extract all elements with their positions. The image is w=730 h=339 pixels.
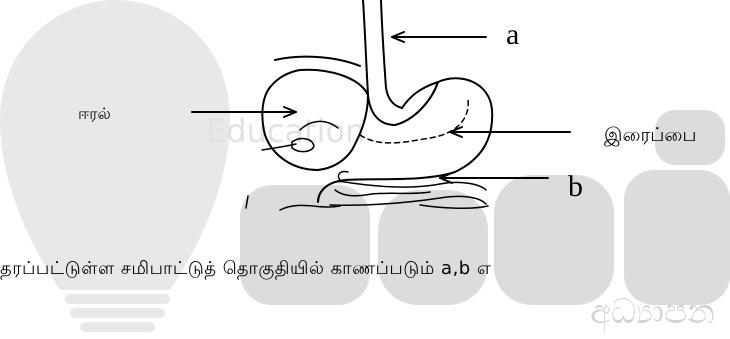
question-text: தரப்பட்டுள்ள சமிபாட்டுத் தொகுதியில் காணப…: [0, 258, 491, 281]
label-stomach: இரைப்பை: [604, 124, 697, 149]
gall-bladder: [262, 121, 338, 151]
pointer-arrows: [192, 32, 570, 183]
esophagus: [363, 0, 402, 125]
label-a: a: [506, 18, 519, 52]
pancreas: [318, 172, 486, 206]
label-liver: ஈரல்: [78, 104, 111, 125]
liver: [262, 57, 368, 170]
intestine-lines: [246, 196, 488, 210]
label-b: b: [568, 170, 583, 204]
watermark-sinhala-text: අධ්‍යාපන: [590, 292, 715, 332]
